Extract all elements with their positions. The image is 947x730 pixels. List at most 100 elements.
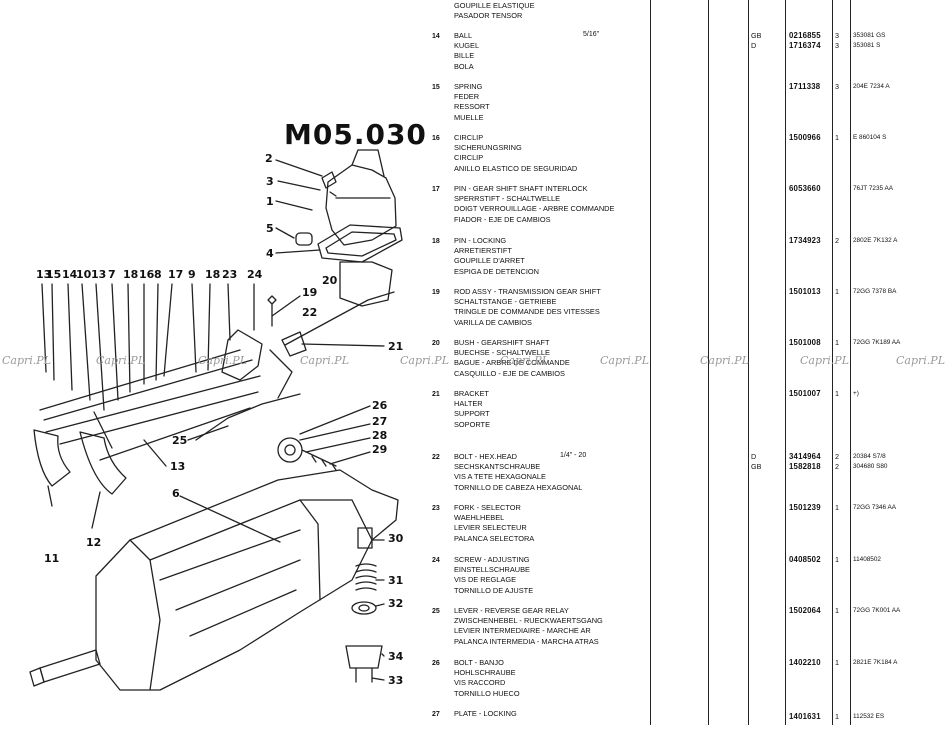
part-name-es: BOLA xyxy=(454,61,474,71)
part-number: 1734923 xyxy=(789,236,821,245)
column-divider xyxy=(850,0,851,725)
part-name-es: TORNILLO DE CABEZA HEXAGONAL xyxy=(454,482,583,492)
watermark: Capri.PL xyxy=(600,354,649,367)
callout-label: 16 xyxy=(139,268,155,281)
callout-label: 14 xyxy=(62,268,78,281)
part-description: BRACKET HALTER SUPPORT SOPORTE xyxy=(454,389,490,430)
part-name-fr: TRINGLE DE COMMANDE DES VITESSES xyxy=(454,307,600,317)
callout-label: 1 xyxy=(266,195,274,208)
part-name-de: SPERRSTIFT - SCHALTWELLE xyxy=(454,194,561,204)
item-number: 24 xyxy=(432,557,440,564)
part-number: 1402210 xyxy=(789,658,821,667)
part-name-es: PALANCA SELECTORA xyxy=(454,533,535,543)
oem-reference: 204E 7234 A xyxy=(853,83,890,90)
callout-label: 21 xyxy=(388,340,404,353)
oem-reference: 2821E 7K184 A xyxy=(853,659,898,666)
column-divider xyxy=(785,0,786,725)
item-number: 21 xyxy=(432,391,440,398)
part-name-en: BRACKET xyxy=(454,389,489,398)
part-name-de: EINSTELLSCHRAUBE xyxy=(454,565,530,575)
reference-number: M05.030 xyxy=(284,118,427,151)
watermark: Capri.PL xyxy=(400,354,449,367)
part-name-en: FORK - SELECTOR xyxy=(454,503,521,512)
quantity: 1 xyxy=(835,606,839,615)
oem-reference: 76JT 7235 AA xyxy=(853,185,894,192)
part-name-es: PALANCA INTERMEDIA - MARCHA ATRAS xyxy=(454,636,599,646)
watermark: Capri.PL xyxy=(300,354,349,367)
callout-label: 32 xyxy=(388,597,404,610)
part-number: 1501013 xyxy=(789,287,821,296)
part-name-en: SPRING xyxy=(454,82,483,91)
part-number: 1502064 xyxy=(789,606,821,615)
callout-label: 18 xyxy=(205,268,221,281)
column-divider xyxy=(748,0,749,725)
part-number: 1711338 xyxy=(789,82,821,91)
oem-reference: +) xyxy=(853,390,859,397)
callout-label: 5 xyxy=(266,222,274,235)
callout-label: 23 xyxy=(222,268,238,281)
callout-label: 15 xyxy=(46,268,62,281)
part-name-de: ZWISCHENHEBEL - RUECKWAERTSGANG xyxy=(454,616,603,626)
part-name-fr: BAGUE - ARBRE DE COMMANDE xyxy=(454,358,570,368)
part-name-fr: BILLE xyxy=(454,51,475,61)
callout-label: 30 xyxy=(388,532,404,545)
part-number: 1401631 xyxy=(789,712,821,721)
part-name-es: CASQUILLO - EJE DE CAMBIOS xyxy=(454,368,565,378)
callout-label: 13 xyxy=(91,268,107,281)
part-name-fr: LEVIER SELECTEUR xyxy=(454,523,527,533)
part-name-fr: VIS A TETE HEXAGONALE xyxy=(454,472,546,482)
parts-list-table: GOUPILLE ELASTIQUE PASADOR TENSOR 14 BAL… xyxy=(420,0,947,725)
quantity: 1 xyxy=(835,555,839,564)
callout-label: 28 xyxy=(372,429,388,442)
callout-label: 29 xyxy=(372,443,388,456)
part-name-fr: VIS RACCORD xyxy=(454,678,506,688)
part-description: CIRCLIP SICHERUNGSRING CIRCLIP ANILLO EL… xyxy=(454,133,577,174)
oem-reference: 72GG 7K189 AA xyxy=(853,339,901,346)
callout-label: 19 xyxy=(302,286,318,299)
column-divider xyxy=(650,0,651,725)
part-description: LEVER - REVERSE GEAR RELAY ZWISCHENHEBEL… xyxy=(454,606,603,647)
callout-label: 17 xyxy=(168,268,184,281)
item-number: 16 xyxy=(432,135,440,142)
callout-label: 31 xyxy=(388,574,404,587)
part-name-de: KUGEL xyxy=(454,41,480,51)
watermark: Capri.PL xyxy=(700,354,749,367)
oem-reference: 11408502 xyxy=(853,556,881,563)
part-description: SPRING FEDER RESSORT MUELLE xyxy=(454,82,490,123)
quantity: 1 xyxy=(835,503,839,512)
part-name-en: PIN - LOCKING xyxy=(454,236,507,245)
exploded-diagram: M05.030 2 3 1 5 4 20 19 22 21 13 15 14 1… xyxy=(0,0,430,725)
quantity: 1 xyxy=(835,712,839,721)
part-name-en: LEVER - REVERSE GEAR RELAY xyxy=(454,606,569,615)
part-name-en: PIN - GEAR SHIFT SHAFT INTERLOCK xyxy=(454,184,588,193)
callout-label: 18 xyxy=(123,268,139,281)
part-name-de: FEDER xyxy=(454,92,480,102)
part-name-fr: SUPPORT xyxy=(454,409,490,419)
callout-label: 2 xyxy=(265,152,273,165)
part-number: 1501239 xyxy=(789,503,821,512)
item-number: 26 xyxy=(432,660,440,667)
part-name-es: ANILLO ELASTICO DE SEGURIDAD xyxy=(454,163,578,173)
oem-reference: 2802E 7K132 A xyxy=(853,237,898,244)
size-spec: 1/4" - 20 xyxy=(560,452,587,459)
callout-label: 4 xyxy=(266,247,274,260)
part-name-en: SCREW - ADJUSTING xyxy=(454,555,530,564)
part-name-de: ARRETIERSTIFT xyxy=(454,246,512,256)
item-number: 15 xyxy=(432,84,440,91)
callout-label: 33 xyxy=(388,674,404,687)
part-name-en: BOLT - BANJO xyxy=(454,658,504,667)
quantity: 1 xyxy=(835,338,839,347)
part-name-es: SOPORTE xyxy=(454,419,491,429)
part-name-es: TORNILLO HUECO xyxy=(454,688,520,698)
callout-label: 9 xyxy=(188,268,196,281)
watermark: Capri.PL xyxy=(800,354,849,367)
callout-label: 20 xyxy=(322,274,338,287)
part-name-en: BOLT - HEX.HEAD xyxy=(454,452,517,461)
callout-label: 25 xyxy=(172,434,188,447)
column-divider xyxy=(832,0,833,725)
part-description: GOUPILLE ELASTIQUE PASADOR TENSOR xyxy=(454,1,535,21)
